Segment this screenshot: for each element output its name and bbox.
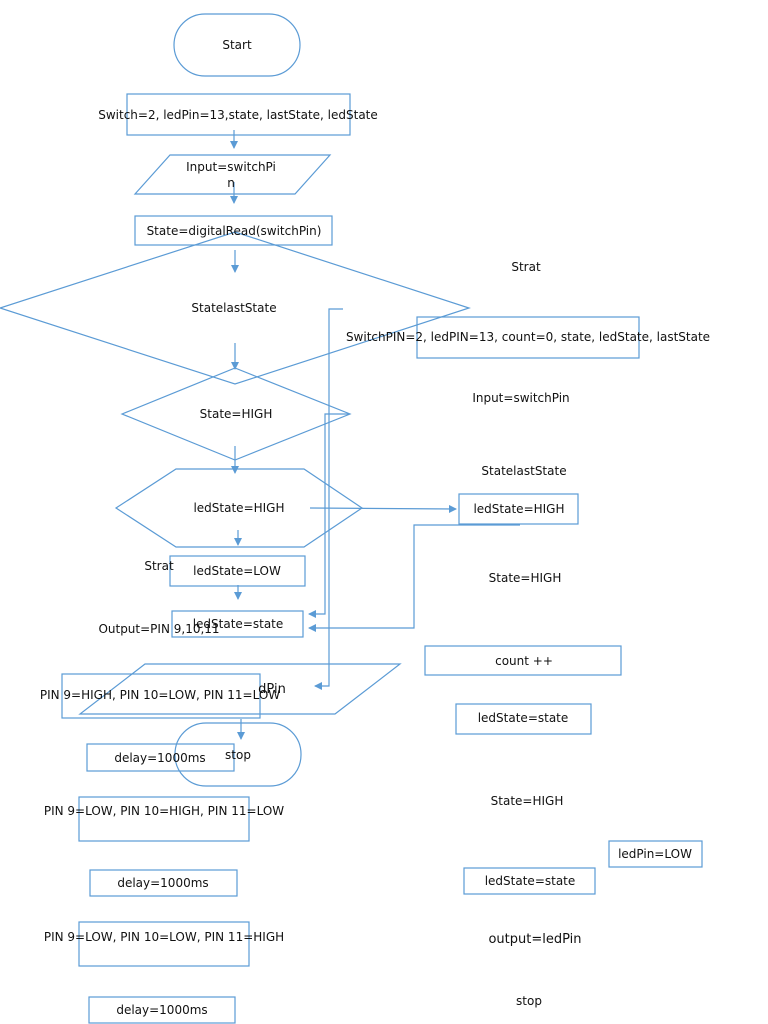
delay-2-label: delay=1000ms xyxy=(117,876,208,890)
compare-decision-diamond xyxy=(0,231,471,385)
input-label-line2: n xyxy=(227,176,235,190)
delay-3-box xyxy=(88,996,236,1024)
led-state-assign-label: ledState=state xyxy=(193,617,284,631)
right-led-state-assign-1-label: ledState=state xyxy=(478,711,569,725)
state-high-decision-diamond xyxy=(120,367,352,461)
arrow-compare-to-output xyxy=(314,308,343,690)
led-state-assign-box xyxy=(171,610,304,638)
right-output-label: output=ledPin xyxy=(488,932,581,947)
delay-3-label: delay=1000ms xyxy=(116,1003,207,1017)
right-led-pin-low-box xyxy=(608,840,703,868)
right-state-high-1-label: State=HIGH xyxy=(489,571,562,585)
delay-1-box xyxy=(86,743,235,772)
start-label: Start xyxy=(222,38,252,52)
arrow-right-box-to-assign xyxy=(308,524,520,632)
right-led-state-high-label: ledState=HIGH xyxy=(473,502,564,516)
read-label: State=digitalRead(switchPin) xyxy=(147,224,322,238)
output-pins-label: Output=PIN 9,10,11 xyxy=(98,622,219,636)
right-state-high-2-label: State=HIGH xyxy=(491,794,564,808)
right-input-label: Input=switchPin xyxy=(472,391,569,405)
start-terminal xyxy=(173,13,301,77)
right-led-pin-low-label: ledPin=LOW xyxy=(618,847,692,861)
right-led-state-high-box xyxy=(458,493,579,525)
init-label: Switch=2, ledPin=13,state, lastState, le… xyxy=(98,108,378,122)
right-count-label: count ++ xyxy=(495,654,553,668)
init-process-box xyxy=(126,93,351,136)
right-led-state-assign-2-label: ledState=state xyxy=(485,874,576,888)
delay-2-box xyxy=(89,869,238,897)
delay-1-label: delay=1000ms xyxy=(114,751,205,765)
stop-terminal xyxy=(174,722,302,787)
strat-left-label: Strat xyxy=(144,559,174,573)
right-led-state-assign-1-box xyxy=(455,703,592,735)
right-init-label: SwitchPIN=2, ledPIN=13, count=0, state, … xyxy=(346,330,710,344)
led-state-high-label: ledState=HIGH xyxy=(193,501,284,515)
right-compare-label: StatelastState xyxy=(481,464,566,478)
right-strat-label: Strat xyxy=(511,260,541,274)
right-init-process-box xyxy=(416,316,640,359)
pins-2-box xyxy=(78,796,250,842)
input-parallelogram xyxy=(133,154,332,195)
arrow-state-high-loop xyxy=(308,413,349,618)
pins-3-box xyxy=(78,921,250,967)
right-count-box xyxy=(424,645,622,676)
output-partial-label: dPin xyxy=(258,682,286,697)
pins-2-label: PIN 9=LOW, PIN 10=HIGH, PIN 11=LOW xyxy=(44,804,284,818)
pins-1-box xyxy=(61,673,261,719)
arrow-led-high-to-right-box xyxy=(309,504,457,513)
input-label-line1: Input=switchPi xyxy=(186,160,276,174)
read-process-box xyxy=(134,215,333,246)
pins-3-label: PIN 9=LOW, PIN 10=LOW, PIN 11=HIGH xyxy=(44,930,284,944)
led-state-low-label: ledState=LOW xyxy=(193,564,281,578)
pins-1-label: PIN 9=HIGH, PIN 10=LOW, PIN 11=LOW xyxy=(40,688,280,702)
output-parallelogram xyxy=(78,663,402,715)
right-stop-label: stop xyxy=(516,994,542,1008)
compare-label: StatelastState xyxy=(191,301,276,315)
right-led-state-assign-2-box xyxy=(463,867,596,895)
stop-label: stop xyxy=(225,748,251,762)
state-high-label: State=HIGH xyxy=(200,407,273,421)
